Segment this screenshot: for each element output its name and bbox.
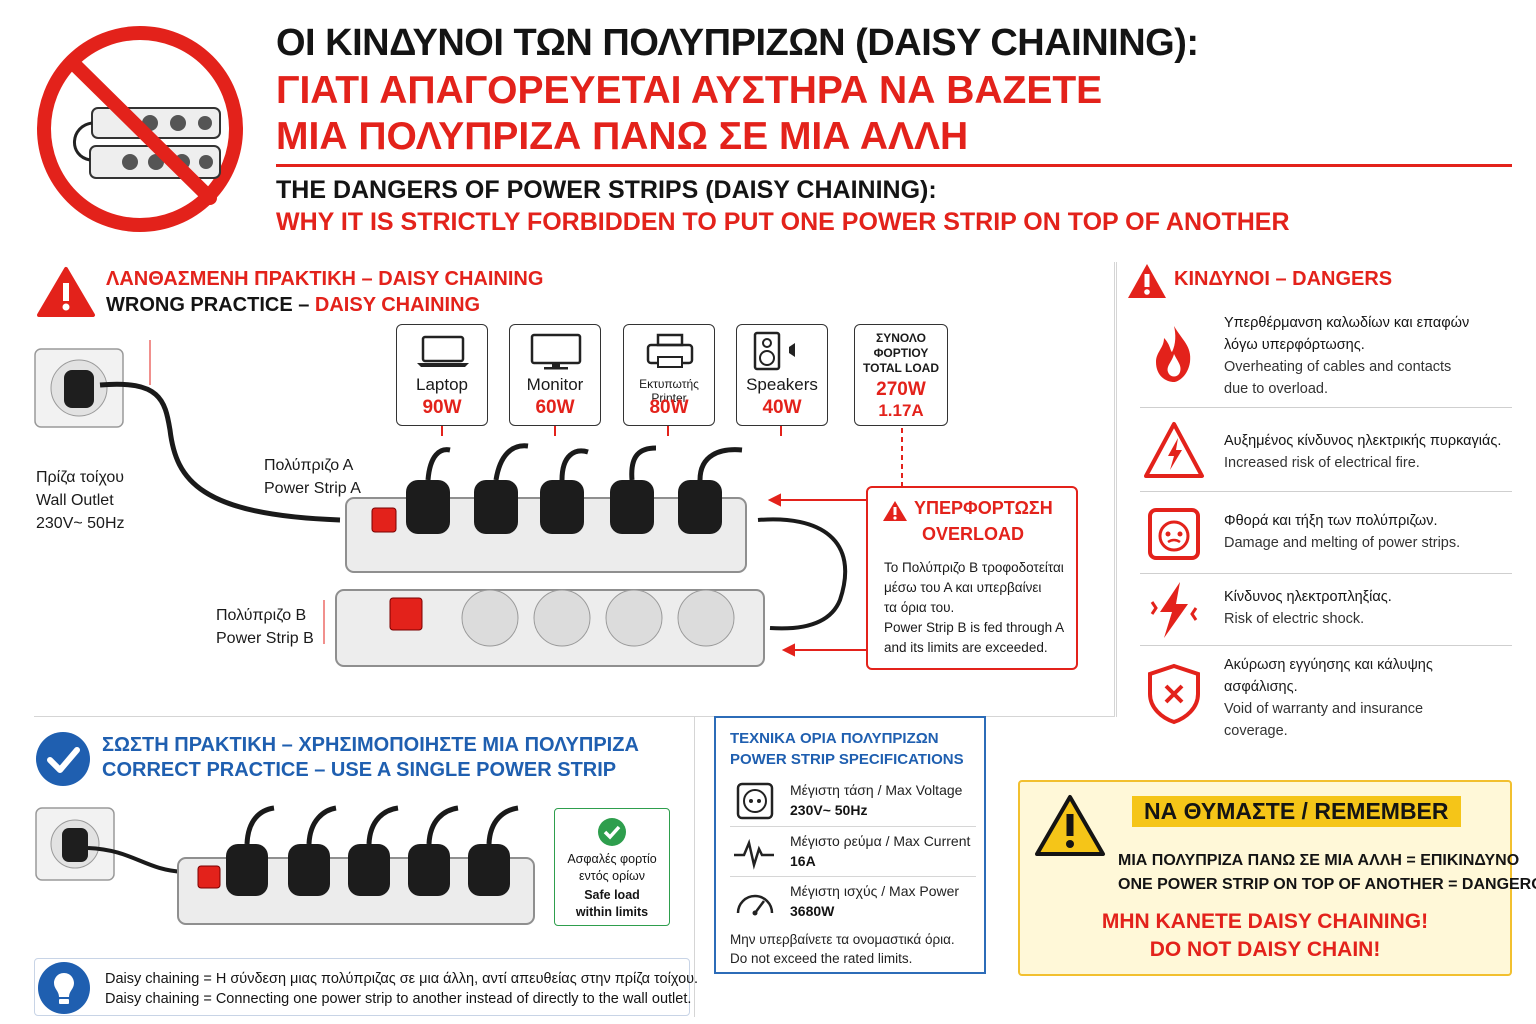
- dangers-heading: ΚΙΝΔΥΝΟΙ – DANGERS: [1174, 268, 1393, 290]
- header-divider: [276, 164, 1512, 167]
- definition-box: Daisy chaining = Η σύνδεση μιας πολύπριζ…: [34, 958, 698, 1016]
- device-card-printer: Εκτυπωτής Printer 80W: [623, 324, 715, 426]
- fire-icon: [1156, 326, 1191, 382]
- remember-line-english: ONE POWER STRIP ON TOP OF ANOTHER = DANG…: [1118, 876, 1536, 893]
- spec-row-voltage: Μέγιστη τάση / Max Voltage 230V~ 50Hz: [730, 776, 976, 826]
- overload-warning-icon: [883, 501, 907, 521]
- safe-check-icon: [598, 818, 626, 846]
- safe-load-badge: Ασφαλές φορτίο εντός ορίων Safe load wit…: [554, 808, 670, 926]
- danger-item-shock: Κίνδυνος ηλεκτροπληξίας. Risk of electri…: [1140, 576, 1512, 646]
- wall-outlet-label: Πρίζα τοίχου Wall Outlet 230V~ 50Hz: [36, 469, 125, 532]
- strip-a-label: Πολύπριζο Α Power Strip A: [264, 457, 361, 497]
- spec-row-power: Μέγιστη ισχύς / Max Power 3680W: [730, 876, 976, 926]
- caution-triangle-icon: [1035, 795, 1105, 856]
- dangers-warning-icon: [1128, 264, 1166, 298]
- daisy-chain-diagram: [99, 340, 903, 667]
- total-load-card: ΣΥΝΟΛΟ ΦΟΡΤΙΟΥ TOTAL LOAD 270W 1.17A: [854, 324, 948, 426]
- wrong-practice-heading-greek: ΛΑΝΘΑΣΜΕΝΗ ΠΡΑΚΤΙΚΗ – DAISY CHAINING: [106, 268, 544, 290]
- current-wave-icon: [734, 838, 774, 870]
- gauge-icon: [736, 894, 774, 916]
- remember-line-greek: ΜΙΑ ΠΟΛΥΠΡΙΖΑ ΠΑΝΩ ΣΕ ΜΙΑ ΑΛΛΗ = ΕΠΙΚΙΝΔ…: [1118, 852, 1520, 869]
- page-title-greek-line2: ΓΙΑΤΙ ΑΠΑΓΟΡΕΥΕΤΑΙ ΑΥΣΤΗΡΑ ΝΑ ΒΑΖΕΤΕ: [276, 69, 1103, 112]
- wrong-practice-heading-english: WRONG PRACTICE – DAISY CHAINING: [106, 294, 481, 316]
- speaker-icon: [753, 331, 795, 371]
- single-strip-diagram: [35, 805, 535, 925]
- monitor-icon: [530, 333, 582, 370]
- remember-warning-greek: ΜΗΝ ΚΑΝΕΤΕ DAISY CHAINING!: [1101, 910, 1429, 933]
- wall-outlet-icon: [34, 348, 124, 428]
- electric-shock-icon: [1150, 582, 1198, 638]
- electrical-fire-icon: [1144, 422, 1204, 478]
- page-title-greek-line3: ΜΙΑ ΠΟΛΥΠΡΙΖΑ ΠΑΝΩ ΣΕ ΜΙΑ ΑΛΛΗ: [276, 115, 969, 158]
- remember-box: ΝΑ ΘΥΜΑΣΤΕ / REMEMBER ΜΙΑ ΠΟΛΥΠΡΙΖΑ ΠΑΝΩ…: [1018, 780, 1536, 976]
- overload-callout: ΥΠΕΡΦΟΡΤΩΣΗ OVERLOAD Το Πολύπριζο Β τροφ…: [866, 486, 1078, 670]
- danger-item-overheating: Υπερθέρμανση καλωδίων και επαφών λόγω υπ…: [1140, 312, 1512, 408]
- remember-tag: ΝΑ ΘΥΜΑΣΤΕ / REMEMBER: [1132, 796, 1461, 827]
- device-card-monitor: Monitor 60W: [509, 324, 601, 426]
- correct-practice-heading-english: CORRECT PRACTICE – USE A SINGLE POWER ST…: [102, 759, 617, 781]
- device-card-laptop: Laptop 90W: [396, 324, 488, 426]
- bottom-divider: [694, 717, 695, 1017]
- check-circle-icon: [36, 732, 90, 786]
- printer-icon: [646, 333, 694, 368]
- specs-box: ΤΕΧΝΙΚΑ ΟΡΙΑ ΠΟΛΥΠΡΙΖΩΝ POWER STRIP SPEC…: [714, 716, 986, 974]
- device-card-speakers: Speakers 40W: [736, 324, 828, 426]
- page-subtitle-english-line1: THE DANGERS OF POWER STRIPS (DAISY CHAIN…: [276, 176, 937, 204]
- dangers-divider: [1116, 262, 1117, 717]
- warning-triangle-icon: [37, 267, 95, 317]
- danger-item-warranty: Ακύρωση εγγύησης και κάλυψης ασφάλισης. …: [1140, 654, 1512, 746]
- remember-warning-english: DO NOT DAISY CHAIN!: [1149, 938, 1381, 961]
- wrong-practice-panel: [34, 262, 1115, 717]
- lightbulb-icon: [38, 962, 90, 1014]
- void-shield-icon: [1148, 663, 1200, 725]
- spec-row-current: Μέγιστο ρεύμα / Max Current 16A: [730, 826, 976, 876]
- danger-item-melting: Φθορά και τήξη των πολύπριζων. Damage an…: [1140, 500, 1512, 574]
- danger-item-electrical-fire: Αυξημένος κίνδυνος ηλεκτρικής πυρκαγιάς.…: [1140, 418, 1512, 492]
- page-title-greek-line1: ΟΙ ΚΙΝΔΥΝΟΙ ΤΩΝ ΠΟΛΥΠΡΙΖΩΝ (DAISY CHAINI…: [276, 22, 1199, 64]
- laptop-icon: [417, 335, 469, 367]
- page-subtitle-english-line2: WHY IT IS STRICTLY FORBIDDEN TO PUT ONE …: [276, 208, 1290, 236]
- no-daisy-chain-sign-icon: [37, 26, 243, 232]
- strip-b-label: Πολύπριζο Β Power Strip B: [216, 607, 314, 647]
- melting-socket-icon: [1148, 508, 1200, 560]
- correct-practice-heading-greek: ΣΩΣΤΗ ΠΡΑΚΤΙΚΗ – ΧΡΗΣΙΜΟΠΟΙΗΣΤΕ ΜΙΑ ΠΟΛΥ…: [102, 734, 639, 756]
- socket-icon: [736, 782, 774, 820]
